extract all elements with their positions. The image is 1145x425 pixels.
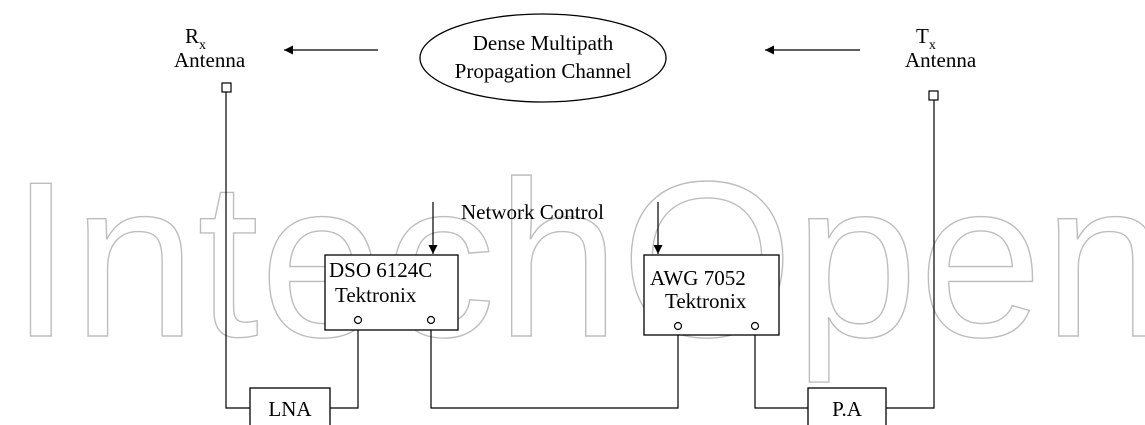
network-control-label: Network Control (461, 200, 604, 224)
watermark-text: IntechOpen (10, 136, 1145, 384)
awg-port-right (750, 321, 760, 331)
awg-box (643, 254, 780, 336)
rx-antenna-label: Antenna (174, 48, 246, 72)
awg-port-left (673, 321, 683, 331)
wire-awg-to-pa (754, 329, 808, 409)
pa-label: P.A (832, 397, 863, 421)
wire-lna-to-dso (330, 323, 359, 409)
tx-antenna-icon (928, 90, 939, 101)
awg-model-label: AWG 7052 (650, 266, 746, 290)
rx-antenna-icon (221, 82, 232, 93)
dso-box (324, 254, 459, 331)
channel-line1: Dense Multipath (473, 31, 614, 55)
lna-box (249, 387, 331, 425)
rx-antenna-symbol: Rx (185, 24, 206, 53)
wire-pa-to-tx-antenna (886, 100, 935, 409)
dso-model-label: DSO 6124C (329, 258, 432, 282)
channel-line2: Propagation Channel (455, 59, 632, 83)
wire-dso-to-awg (430, 323, 679, 409)
tx-antenna-label: Antenna (905, 48, 977, 72)
awg-maker-label: Tektronix (665, 289, 747, 313)
pa-box (807, 387, 887, 425)
channel-ellipse (419, 13, 667, 103)
dso-port-left (353, 315, 363, 325)
dso-maker-label: Tektronix (335, 283, 417, 307)
lna-label: LNA (268, 397, 312, 421)
dso-port-right (426, 315, 436, 325)
tx-antenna-symbol: Tx (916, 24, 936, 53)
wire-rx-antenna-to-lna (225, 92, 250, 409)
